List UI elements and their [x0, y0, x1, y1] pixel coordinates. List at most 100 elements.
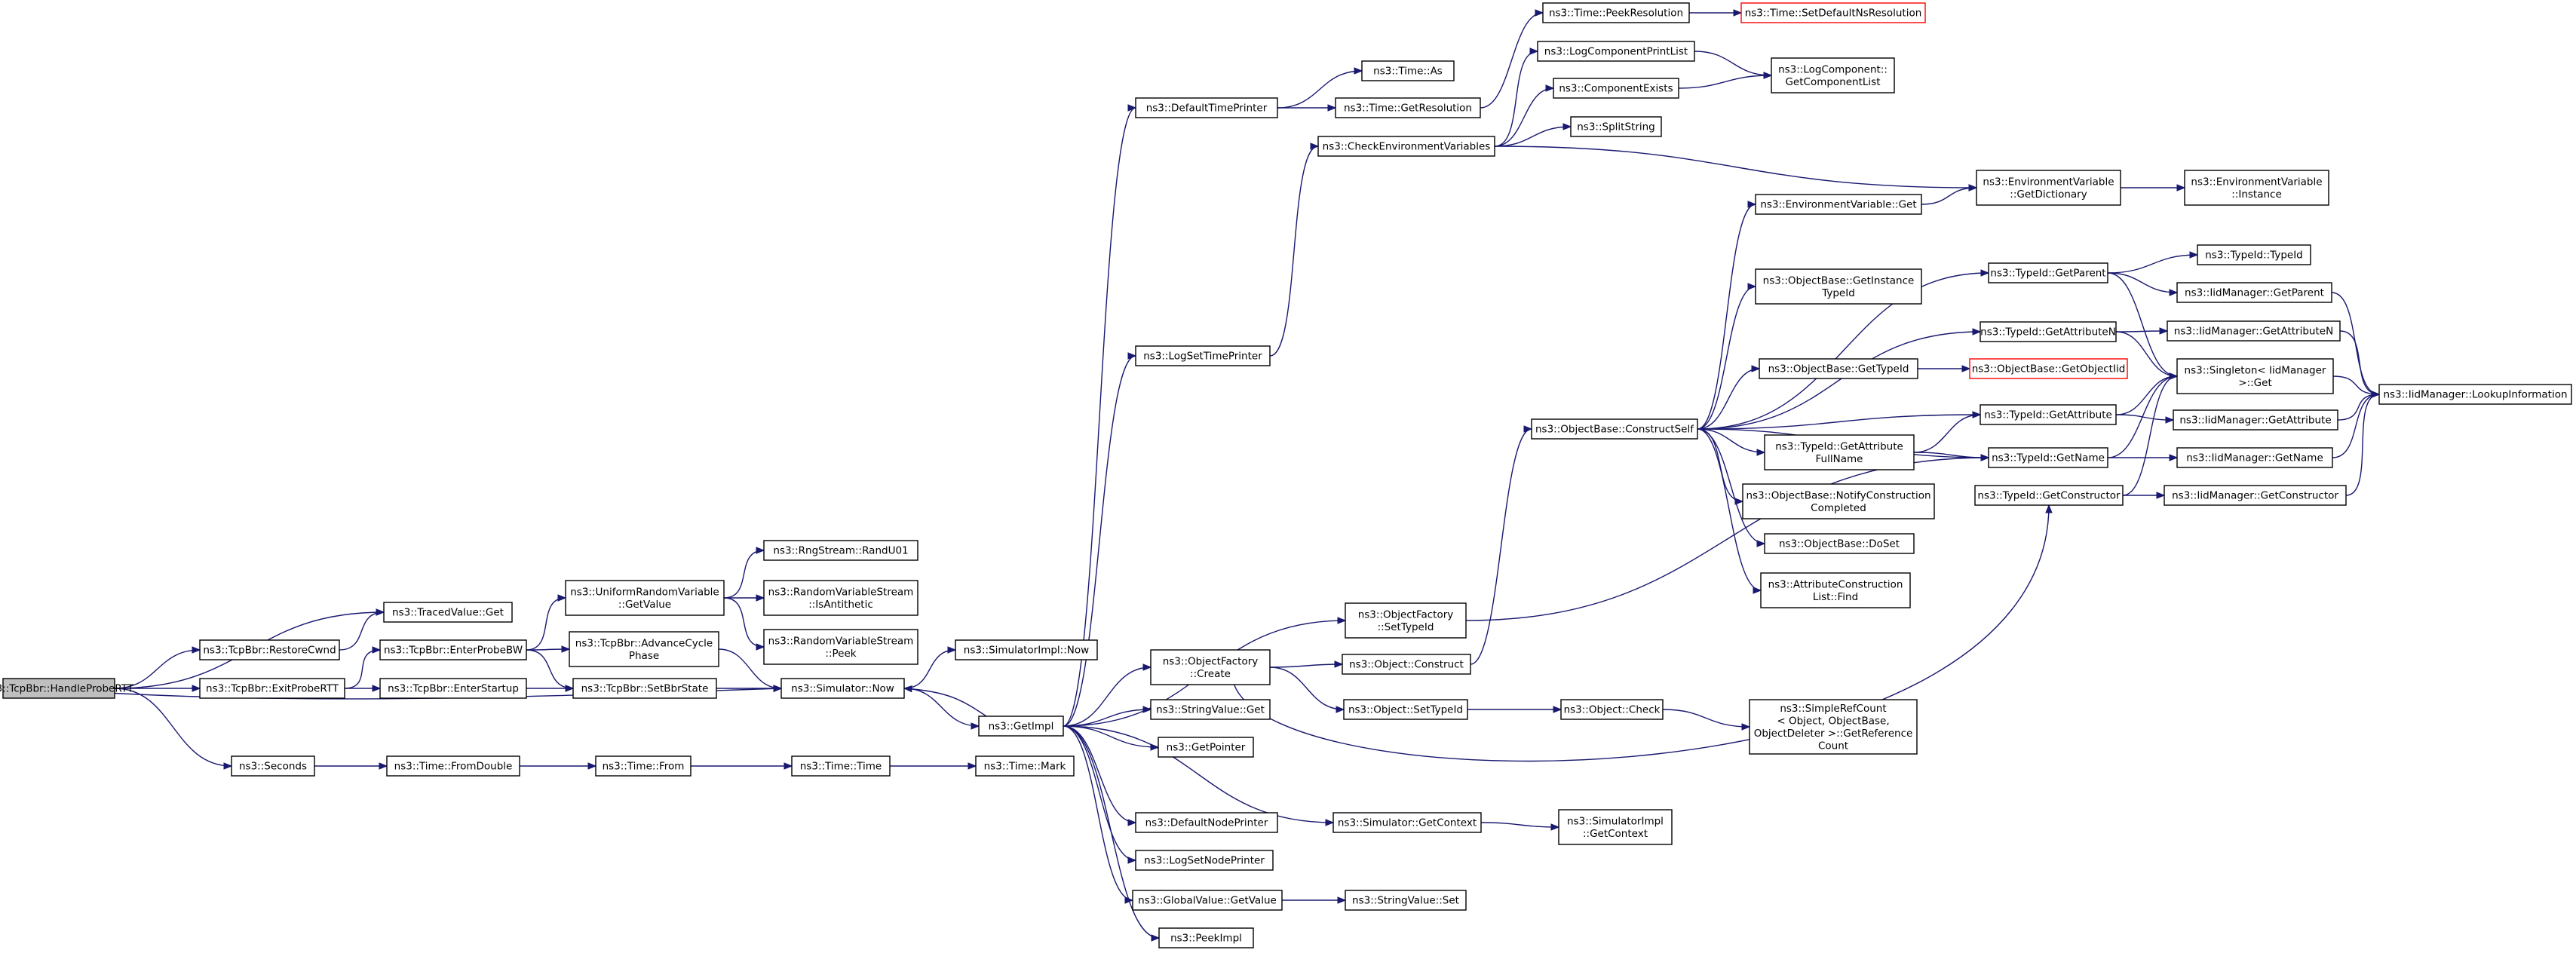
- edge-ofcreate-to-type-id-get-constructor: [1233, 504, 2053, 762]
- node-notify-construction-completed[interactable]: ns3::ObjectBase::NotifyConstructionCompl…: [1742, 483, 1935, 519]
- edge-object-construct-to-construct-self: [1470, 425, 1533, 665]
- node-get-object-iid[interactable]: ns3::ObjectBase::GetObjectIid: [1969, 358, 2128, 379]
- node-check-env-vars[interactable]: ns3::CheckEnvironmentVariables: [1317, 136, 1495, 157]
- node-label: Phase: [629, 650, 659, 662]
- node-time-as[interactable]: ns3::Time::As: [1361, 60, 1455, 81]
- node-urvget-value[interactable]: ns3::UniformRandomVariable::GetValue: [565, 580, 725, 616]
- arrow-head-icon: [968, 762, 977, 770]
- node-type-id-get-constructor[interactable]: ns3::TypeId::GetConstructor: [1974, 485, 2124, 506]
- node-ofcreate[interactable]: ns3::ObjectFactory::Create: [1150, 649, 1271, 685]
- node-box: [2176, 282, 2332, 303]
- node-iid-get-parent[interactable]: ns3::IidManager::GetParent: [2176, 282, 2332, 303]
- edge-type-id-get-parent-to-type-id-type-id: [2107, 251, 2199, 274]
- node-evget[interactable]: ns3::EnvironmentVariable::Get: [1755, 194, 1922, 215]
- arrow-head-icon: [1535, 9, 1544, 17]
- edge-line: [1494, 126, 1572, 147]
- edge-check-env-vars-to-log-component-print-list: [1494, 47, 1539, 147]
- node-simulator-now[interactable]: ns3::Simulator::Now: [780, 678, 905, 699]
- node-type-id-type-id[interactable]: ns3::TypeId::TypeId: [2197, 244, 2311, 265]
- node-object-check[interactable]: ns3::Object::Check: [1560, 699, 1664, 720]
- node-construct-self[interactable]: ns3::ObjectBase::ConstructSelf: [1531, 418, 1698, 440]
- edge-iid-get-parent-to-iid-lookup-information: [2331, 292, 2381, 398]
- node-get-impl[interactable]: ns3::GetImpl: [978, 716, 1064, 737]
- node-peek-impl[interactable]: ns3::PeekImpl: [1158, 927, 1254, 948]
- node-ofset-type-id[interactable]: ns3::ObjectFactory::SetTypeId: [1345, 602, 1467, 639]
- node-lcget-component-list[interactable]: ns3::LogComponent::GetComponentList: [1771, 57, 1895, 93]
- arrow-head-icon: [1327, 104, 1337, 112]
- node-label: ns3::TcpBbr::EnterStartup: [388, 683, 519, 695]
- node-iid-get-attribute-n[interactable]: ns3::IidManager::GetAttributeN: [2167, 320, 2341, 342]
- node-box: [763, 629, 918, 665]
- node-time-time[interactable]: ns3::Time::Time: [791, 755, 891, 777]
- node-default-time-printer[interactable]: ns3::DefaultTimePrinter: [1135, 97, 1278, 118]
- edge-line: [114, 649, 201, 689]
- node-handle-probe-rtt[interactable]: ns3::TcpBbr::HandleProbeRTT: [0, 678, 134, 699]
- node-string-value-get[interactable]: ns3::StringValue::Get: [1150, 699, 1271, 720]
- node-rvspeek[interactable]: ns3::RandomVariableStream::Peek: [763, 629, 918, 665]
- node-iid-get-constructor[interactable]: ns3::IidManager::GetConstructor: [2164, 485, 2347, 506]
- node-type-id-get-attribute-n[interactable]: ns3::TypeId::GetAttributeN: [1980, 321, 2117, 342]
- node-get-pointer[interactable]: ns3::GetPointer: [1158, 737, 1254, 758]
- node-box: [379, 678, 527, 699]
- node-simulator-get-context[interactable]: ns3::Simulator::GetContext: [1332, 812, 1482, 833]
- node-obget-type-id[interactable]: ns3::ObjectBase::GetTypeId: [1759, 358, 1918, 379]
- node-box: [1135, 850, 1274, 871]
- node-time-get-resolution[interactable]: ns3::Time::GetResolution: [1335, 97, 1481, 118]
- node-time-from-double[interactable]: ns3::Time::FromDouble: [386, 755, 520, 777]
- arrow-head-icon: [2156, 492, 2166, 499]
- node-time-from[interactable]: ns3::Time::From: [595, 755, 692, 777]
- node-split-string[interactable]: ns3::SplitString: [1570, 116, 1662, 137]
- node-label: ns3::Singleton< IidManager: [2185, 364, 2326, 376]
- node-component-exists[interactable]: ns3::ComponentExists: [1553, 78, 1679, 99]
- edge-line: [2107, 375, 2178, 458]
- node-restore-cwnd[interactable]: ns3::TcpBbr::RestoreCwnd: [199, 639, 340, 660]
- node-set-bbr-state[interactable]: ns3::TcpBbr::SetBbrState: [572, 678, 717, 699]
- node-set-default-ns-resolution[interactable]: ns3::Time::SetDefaultNsResolution: [1740, 2, 1926, 23]
- node-is-antithetic[interactable]: ns3::RandomVariableStream::IsAntithetic: [763, 580, 918, 616]
- node-type-id-get-attribute[interactable]: ns3::TypeId::GetAttribute: [1980, 404, 2117, 425]
- node-evinstance[interactable]: ns3::EnvironmentVariable::Instance: [2184, 170, 2329, 206]
- node-label: ns3::TypeId::GetAttributeN: [1980, 326, 2116, 339]
- node-log-set-time-printer[interactable]: ns3::LogSetTimePrinter: [1135, 345, 1271, 366]
- node-singleton-get[interactable]: ns3::Singleton< IidManager >::Get: [2176, 358, 2334, 394]
- node-seconds[interactable]: ns3::Seconds: [231, 755, 315, 777]
- arrow-head-icon: [1972, 411, 1982, 418]
- node-iid-get-attribute[interactable]: ns3::IidManager::GetAttribute: [2173, 409, 2338, 431]
- node-global-value-get-value[interactable]: ns3::GlobalValue::GetValue: [1132, 890, 1283, 911]
- node-type-id-get-name[interactable]: ns3::TypeId::GetName: [1988, 447, 2108, 468]
- node-enter-startup[interactable]: ns3::TcpBbr::EnterStartup: [379, 678, 527, 699]
- node-log-component-print-list[interactable]: ns3::LogComponentPrintList: [1537, 41, 1695, 62]
- node-label: ns3::LogSetNodePrinter: [1144, 855, 1265, 867]
- node-log-set-node-printer[interactable]: ns3::LogSetNodePrinter: [1135, 850, 1274, 871]
- node-exit-probe-rtt[interactable]: ns3::TcpBbr::ExitProbeRTT: [199, 678, 345, 699]
- node-time-mark[interactable]: ns3::Time::Mark: [975, 755, 1075, 777]
- edge-line: [723, 550, 765, 599]
- arrow-head-icon: [2169, 289, 2179, 296]
- node-evget-dictionary[interactable]: ns3::EnvironmentVariable::GetDictionary: [1976, 170, 2121, 206]
- node-object-set-type-id[interactable]: ns3::Object::SetTypeId: [1343, 699, 1468, 720]
- node-default-node-printer[interactable]: ns3::DefaultNodePrinter: [1135, 812, 1278, 833]
- arrow-head-icon: [561, 645, 571, 653]
- node-time-peek-resolution[interactable]: ns3::Time::PeekResolution: [1542, 2, 1690, 23]
- node-object-construct[interactable]: ns3::Object::Construct: [1342, 654, 1471, 675]
- node-traced-value-get[interactable]: ns3::TracedValue::Get: [383, 602, 513, 623]
- edge-line: [344, 649, 381, 689]
- node-string-value-set[interactable]: ns3::StringValue::Set: [1345, 890, 1467, 911]
- node-simple-ref-count[interactable]: ns3::SimpleRefCount< Object, ObjectBase,…: [1749, 699, 1918, 755]
- node-do-set[interactable]: ns3::ObjectBase::DoSet: [1764, 533, 1915, 554]
- node-iid-get-name[interactable]: ns3::IidManager::GetName: [2176, 447, 2333, 468]
- node-type-id-get-parent[interactable]: ns3::TypeId::GetParent: [1988, 262, 2108, 283]
- node-iid-lookup-information[interactable]: ns3::IidManager::LookupInformation: [2378, 384, 2572, 405]
- arrow-head-icon: [192, 685, 201, 692]
- edge-default-time-printer-to-time-as: [1277, 67, 1363, 109]
- node-enter-probe-bw[interactable]: ns3::TcpBbr::EnterProbeBW: [379, 639, 527, 660]
- edge-simulator-now-to-get-impl: [903, 688, 980, 730]
- node-simulator-impl-now[interactable]: ns3::SimulatorImpl::Now: [955, 639, 1098, 660]
- node-sim-impl-get-context[interactable]: ns3::SimulatorImpl::GetContext: [1558, 809, 1673, 845]
- node-box: [1135, 345, 1271, 366]
- node-rand-u01[interactable]: ns3::RngStream::RandU01: [763, 540, 918, 561]
